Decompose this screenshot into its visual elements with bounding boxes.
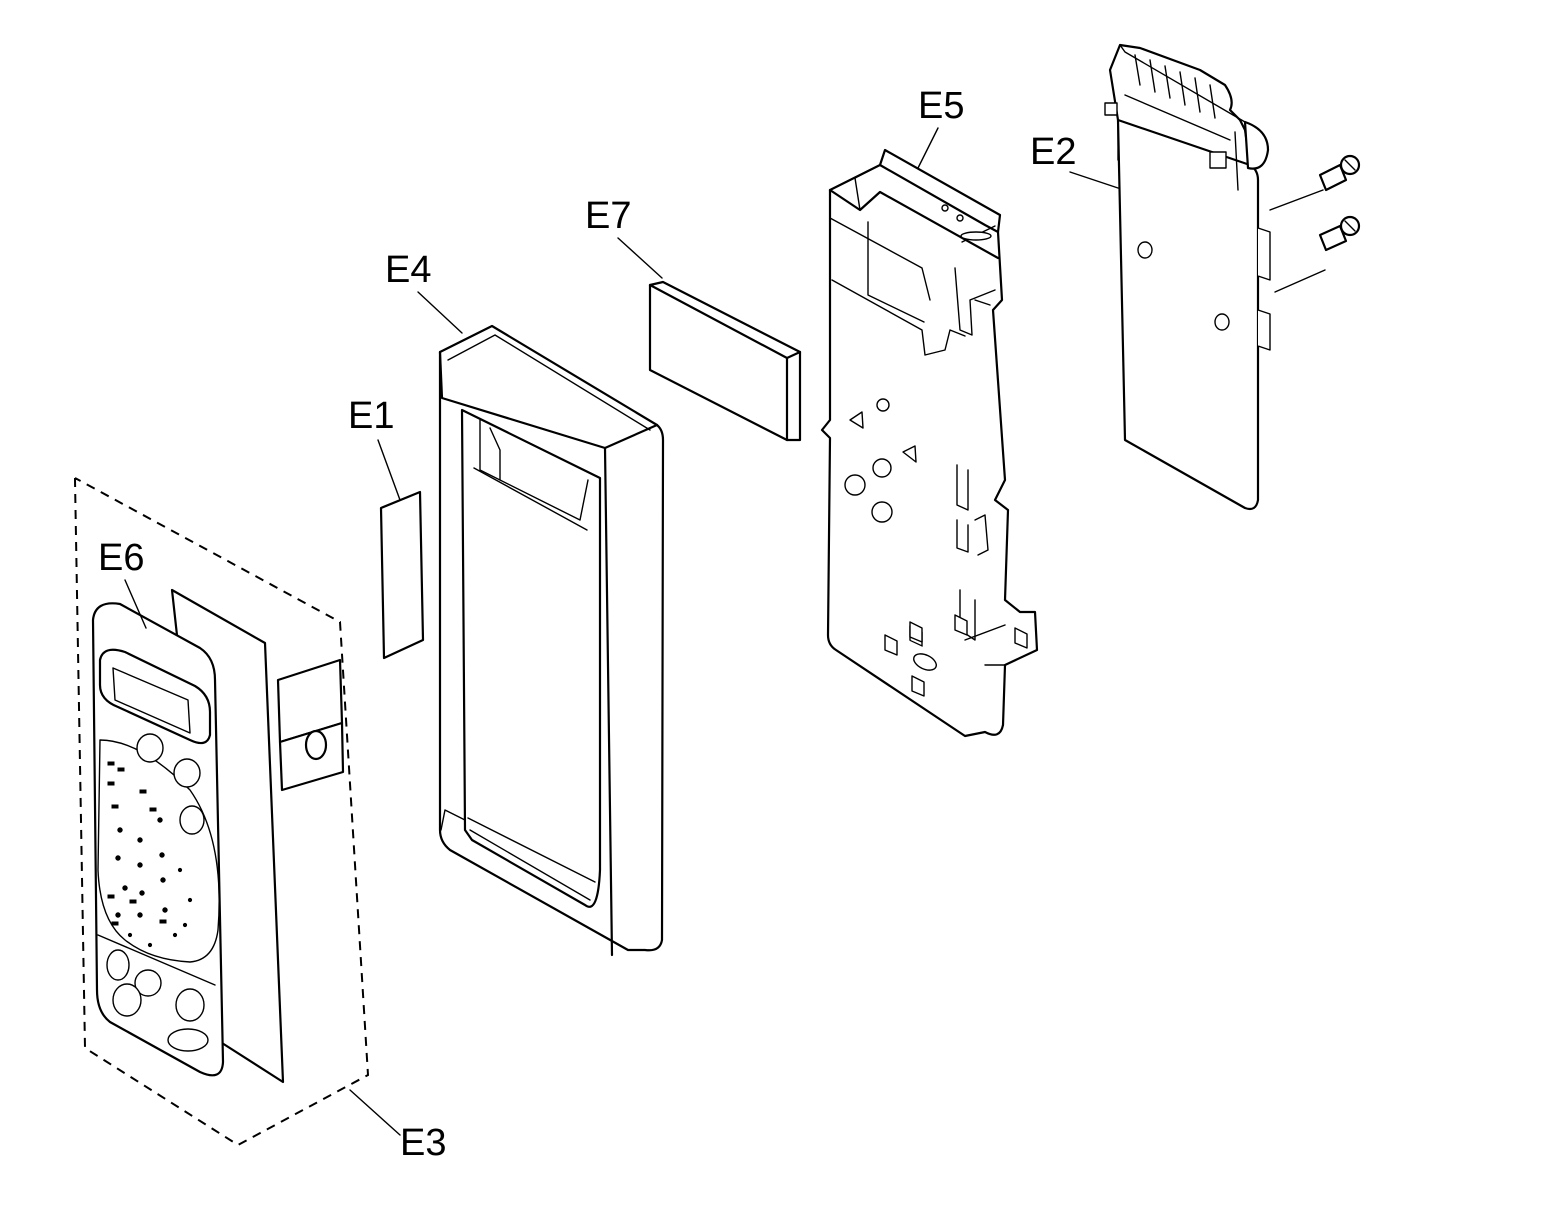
part-e5-chassis (820, 148, 1039, 738)
screw-upper (1269, 154, 1361, 211)
label-e3: E3 (400, 1122, 446, 1164)
label-e2: E2 (1030, 131, 1076, 173)
part-e1-plate (379, 490, 425, 660)
keypad-panel (91, 602, 225, 1077)
part-e4-door-frame (438, 324, 665, 957)
part-e7-block (648, 280, 802, 442)
label-e5: E5 (918, 85, 964, 127)
label-e6: E6 (98, 537, 144, 579)
control-panel-assembly-outline (74, 477, 370, 1147)
screw-lower (1274, 215, 1361, 293)
label-e1: E1 (348, 395, 394, 437)
label-e7: E7 (585, 195, 631, 237)
label-e4: E4 (385, 249, 431, 291)
part-e2-board (1104, 43, 1271, 511)
leader-lines (124, 127, 1119, 1136)
